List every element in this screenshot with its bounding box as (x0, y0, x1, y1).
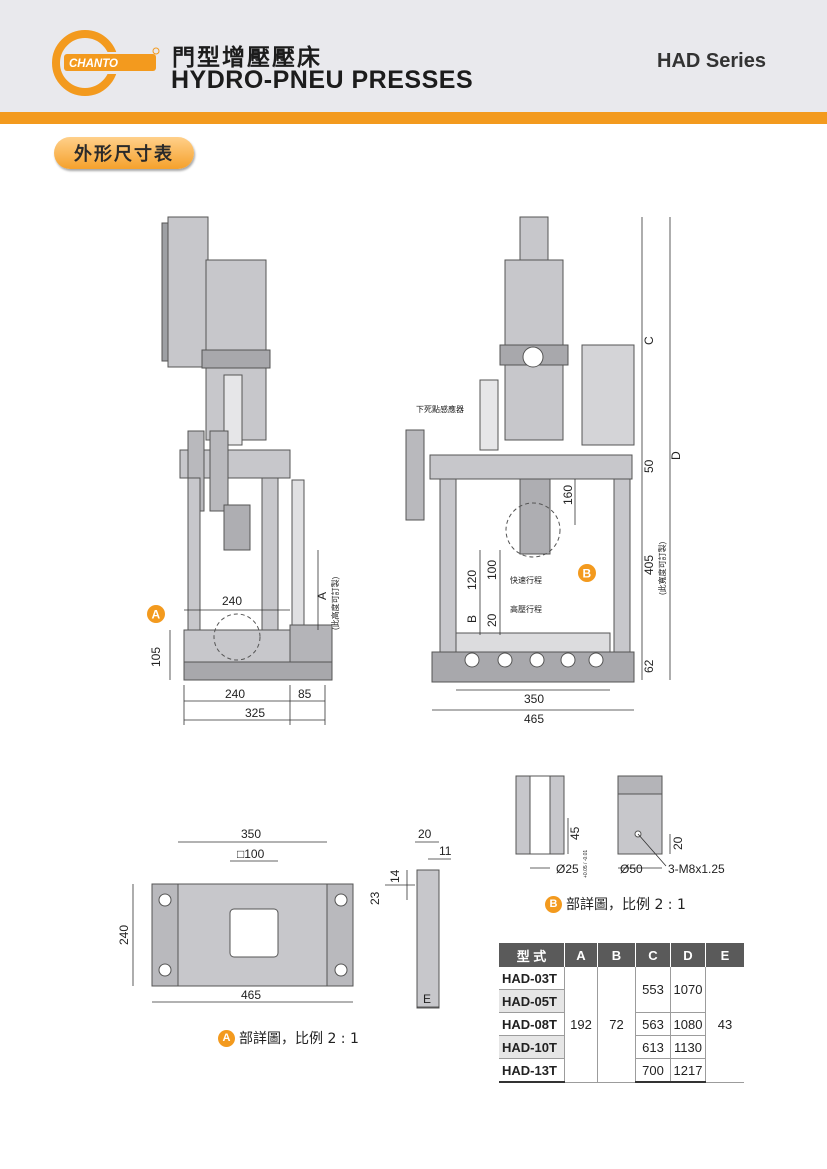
dim-50: 50 (642, 459, 656, 473)
dim-a: A (315, 592, 329, 600)
model-cell: HAD-03T (499, 967, 565, 990)
header-c: C (635, 943, 671, 967)
chanto-logo: CHANTO (52, 30, 162, 96)
e-value-cell: 43 (705, 967, 744, 1083)
section-title: 外形尺寸表 (54, 137, 194, 169)
label-pressure-stroke: 高壓行程 (510, 604, 542, 614)
spec-table: 型 式 A B C D E HAD-03T 192 72 553 1070 43… (499, 943, 744, 1083)
dim-405: 405 (642, 555, 656, 575)
model-cell: HAD-13T (499, 1058, 565, 1083)
dim-a-e: E (423, 992, 431, 1006)
dim-b-m8: 3-M8x1.25 (668, 862, 725, 876)
dim-b-tol: +0.05 / -0.01 (583, 850, 589, 878)
dim-b-45: 45 (568, 826, 582, 840)
d-value-cell: 1070 (670, 967, 706, 1013)
dim-d: D (669, 451, 683, 460)
c-value-cell: 700 (635, 1058, 671, 1083)
logo-text: CHANTO (69, 58, 118, 70)
label-quick-stroke: 快速行程 (510, 575, 542, 585)
title-english: HYDRO-PNEU PRESSES (171, 66, 474, 94)
dim-b: B (465, 615, 479, 623)
c-value-cell: 613 (635, 1035, 671, 1059)
d-value-cell: 1130 (670, 1035, 706, 1059)
header-b: B (597, 943, 636, 967)
label-sensor: 下死點感應器 (416, 404, 464, 414)
dim-20: 20 (485, 613, 499, 627)
c-value-cell: 553 (635, 967, 671, 1013)
dim-405-note: (此寬度可訂製) (657, 541, 667, 595)
detail-a-drawing: 350 □100 240 465 20 11 14 23 E (117, 827, 452, 1009)
marker-b: B (583, 567, 592, 581)
header-d: D (670, 943, 706, 967)
dim-c: C (642, 336, 656, 345)
front-view-drawing: C D 50 160 405 (此寬度可訂製) 62 120 100 20 B … (405, 216, 683, 726)
dim-100: 100 (485, 560, 499, 580)
dim-a-20: 20 (418, 827, 432, 841)
d-value-cell: 1080 (670, 1012, 706, 1036)
header-model: 型 式 (499, 943, 565, 967)
table-row: HAD-03T 192 72 553 1070 43 (499, 967, 744, 1083)
dim-160: 160 (561, 485, 575, 505)
spec-header-row: 型 式 A B C D E (499, 943, 744, 967)
detail-b-caption: B 部詳圖，比例 2 : 1 (545, 894, 686, 914)
dim-b-d50: Ø50 (620, 862, 643, 876)
detail-a-caption: A 部詳圖，比例 2 : 1 (218, 1028, 359, 1048)
table-row: HAD-13T 700 1217 (499, 1058, 744, 1083)
b-value-cell: 72 (597, 967, 636, 1083)
d-value-cell: 1217 (670, 1058, 706, 1083)
dim-base-ext: 85 (298, 687, 312, 701)
table-row: HAD-08T 563 1080 (499, 1012, 744, 1036)
detail-b-caption-text: 部詳圖，比例 2 : 1 (566, 897, 686, 913)
dim-a-240: 240 (117, 925, 131, 945)
detail-a-badge: A (218, 1029, 235, 1047)
dim-a-11: 11 (439, 844, 452, 858)
dim-a-14: 14 (388, 869, 402, 883)
orange-divider (0, 112, 827, 124)
model-cell: HAD-05T (499, 989, 565, 1013)
dim-a-350: 350 (241, 827, 261, 841)
dim-b-20: 20 (671, 836, 685, 850)
detail-a-caption-text: 部詳圖，比例 2 : 1 (239, 1031, 359, 1047)
title-chinese: 門型增壓壓床 (172, 45, 322, 71)
series-label: HAD Series (657, 50, 766, 72)
dim-105: 105 (149, 647, 163, 667)
dim-top-width: 240 (222, 594, 242, 608)
detail-b-badge: B (545, 895, 562, 913)
dim-base-width: 240 (225, 687, 245, 701)
dim-a-465: 465 (241, 988, 261, 1002)
dim-465: 465 (524, 712, 544, 726)
dim-a-sq100: □100 (237, 847, 265, 861)
a-value-cell: 192 (564, 967, 598, 1083)
table-row: HAD-05T (499, 989, 744, 1013)
side-view-drawing: 240 105 240 85 325 A (此高度可訂製) A (147, 216, 340, 725)
header-e: E (705, 943, 744, 967)
dim-62: 62 (642, 659, 656, 673)
dim-total-width: 325 (245, 706, 265, 720)
model-cell: HAD-10T (499, 1035, 565, 1059)
dim-120: 120 (465, 570, 479, 590)
dim-a-23: 23 (368, 891, 382, 905)
c-value-cell: 563 (635, 1012, 671, 1036)
dim-a-note: (此高度可訂製) (330, 576, 340, 630)
table-row: HAD-10T 613 1130 (499, 1035, 744, 1059)
header-a: A (564, 943, 598, 967)
model-cell: HAD-08T (499, 1012, 565, 1036)
dim-350: 350 (524, 692, 544, 706)
marker-a: A (152, 608, 161, 622)
detail-b-drawing: 45 Ø25 +0.05 / -0.01 Ø50 20 3-M8x1.25 (515, 775, 725, 878)
dim-b-d25: Ø25 (556, 862, 579, 876)
